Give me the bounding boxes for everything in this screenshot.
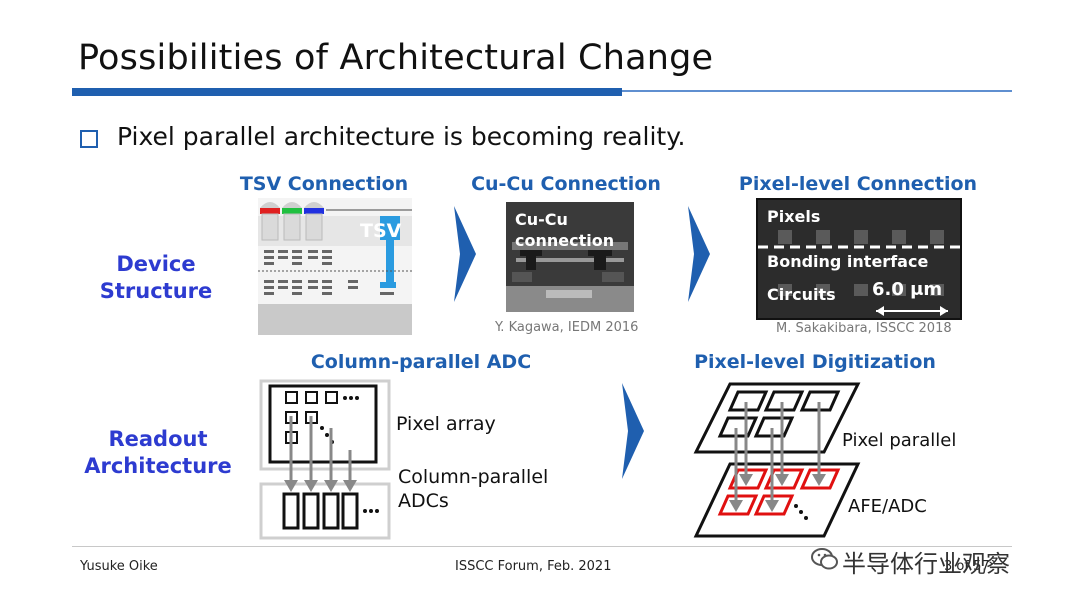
column-parallel-adcs-label: Column-parallel ADCs — [398, 465, 548, 513]
row-label-device-line1: Device — [116, 252, 196, 276]
header-tsv-connection: TSV Connection — [239, 173, 409, 195]
row-label-readout-line1: Readout — [108, 427, 208, 451]
row-label-device-line2: Structure — [99, 279, 213, 303]
wechat-icon — [811, 548, 838, 570]
adcs-label-line2: ADCs — [398, 490, 449, 512]
watermark-text: 半导体行业观察 — [842, 550, 1010, 578]
header-column-parallel-adc: Column-parallel ADC — [310, 351, 532, 373]
title-underline-bar — [72, 88, 622, 96]
tsv-tag-label: TSV — [360, 220, 402, 242]
cucu-label-line1: Cu-Cu — [515, 210, 568, 229]
footer-page-number: 3 of 57 — [944, 559, 990, 574]
footer-divider — [72, 546, 1012, 547]
afe-adc-label: AFE/ADC — [848, 496, 927, 517]
arrow-right-icon — [622, 383, 644, 479]
arrow-right-icon — [688, 206, 710, 302]
footer-event: ISSCC Forum, Feb. 2021 — [455, 559, 612, 574]
header-pixel-level-connection: Pixel-level Connection — [738, 173, 978, 195]
cucu-photo-label: Cu-Cu connection — [515, 209, 614, 251]
row-label-readout-line2: Architecture — [84, 454, 232, 478]
pixel-level-photo: Pixels Bonding interface Circuits 6.0 μm — [756, 198, 962, 320]
column-parallel-adc-diagram — [259, 379, 391, 540]
adcs-label-line1: Column-parallel — [398, 466, 549, 488]
cucu-photo: Cu-Cu connection — [506, 202, 634, 312]
header-pixel-level-digitization: Pixel-level Digitization — [694, 351, 936, 373]
pixel-level-citation: M. Sakakibara, ISSCC 2018 — [776, 321, 952, 336]
pixels-label: Pixels — [767, 207, 821, 226]
title-underline-thin — [622, 90, 1012, 92]
pixel-parallel-label: Pixel parallel — [842, 430, 957, 451]
cucu-label-line2: connection — [515, 231, 615, 250]
tsv-diagram: TSV — [258, 198, 412, 335]
bonding-interface-label: Bonding interface — [767, 252, 929, 271]
row-label-device-structure: Device Structure — [86, 251, 226, 305]
bullet-text: Pixel parallel architecture is becoming … — [117, 122, 686, 151]
bullet-square-icon — [80, 130, 98, 148]
arrow-right-icon — [454, 206, 476, 302]
pixel-level-digitization-diagram — [693, 382, 861, 538]
slide-title: Possibilities of Architectural Change — [78, 38, 714, 78]
footer-author: Yusuke Oike — [80, 559, 158, 574]
circuits-label: Circuits — [767, 285, 836, 304]
scale-label: 6.0 μm — [872, 279, 943, 300]
cucu-citation: Y. Kagawa, IEDM 2016 — [495, 320, 639, 335]
pixel-array-label: Pixel array — [396, 413, 496, 435]
row-label-readout-architecture: Readout Architecture — [78, 426, 238, 480]
header-cucu-connection: Cu-Cu Connection — [471, 173, 661, 195]
